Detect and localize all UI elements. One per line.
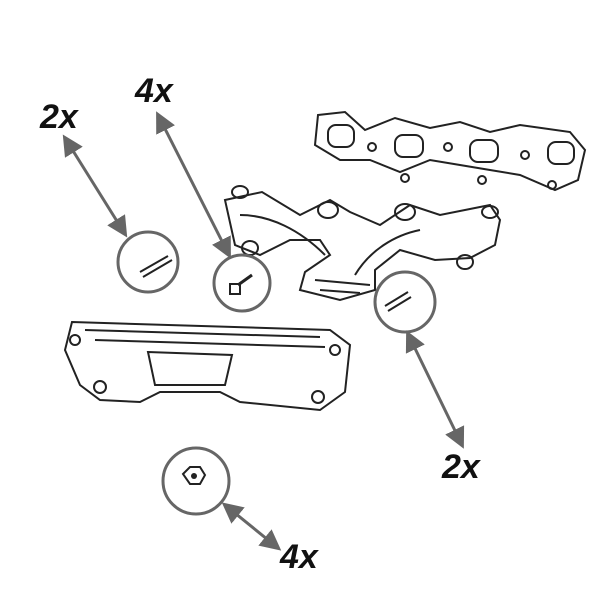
callout-stud-left [62,134,180,294]
callout-nut [161,446,282,551]
heat-shield [63,320,352,412]
quantity-label-nut: 4x [280,538,318,576]
quantity-label-bolt: 4x [135,72,173,110]
exhaust-manifold [223,185,502,302]
callout-stud-right [373,270,465,449]
quantity-label-stud-right: 2x [442,448,480,486]
quantity-label-stud-left: 2x [40,98,78,136]
callout-bolt [156,111,272,313]
manifold-gasket [313,110,587,192]
